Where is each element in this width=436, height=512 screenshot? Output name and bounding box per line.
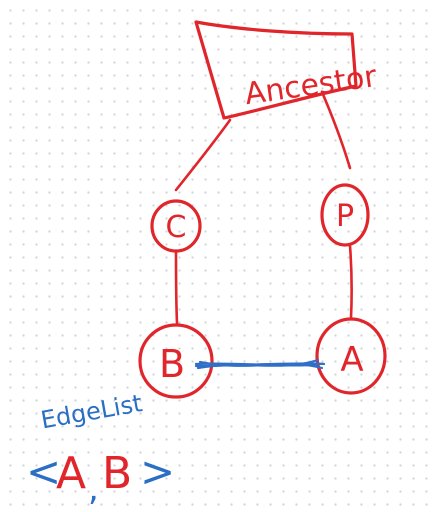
edgelist-first-node: A (56, 448, 86, 499)
ancestor-node: Ancestor (194, 20, 380, 120)
edgelist-second-node: B (102, 448, 132, 499)
edgelist-open-bracket: < (26, 447, 61, 496)
edgelist-title: EdgeList (39, 389, 145, 434)
edgelist-close-bracket: > (140, 447, 175, 496)
node-p-circle (320, 183, 370, 247)
node-p: P (320, 183, 370, 247)
node-b: B (138, 323, 214, 399)
edge-b-a-stroke-4 (194, 362, 326, 368)
node-c: C (150, 199, 202, 253)
node-a-circle (315, 317, 387, 395)
edge-c-b (174, 250, 179, 325)
node-b-label: B (159, 342, 185, 386)
edgelist-comma: , (88, 469, 99, 509)
edge-p-a (348, 244, 353, 320)
node-a-label: A (340, 340, 363, 380)
edgelist-entry: < A , B > (26, 447, 175, 509)
ancestor-box (194, 20, 358, 120)
node-a: A (315, 317, 387, 395)
edge-b-a (194, 358, 326, 370)
edge-ancestor-p (320, 90, 352, 170)
ancestor-label: Ancestor (243, 59, 380, 112)
edge-ancestor-c (174, 118, 232, 192)
node-b-circle (138, 323, 214, 399)
node-p-label: P (336, 199, 354, 234)
node-c-label: C (166, 210, 187, 245)
